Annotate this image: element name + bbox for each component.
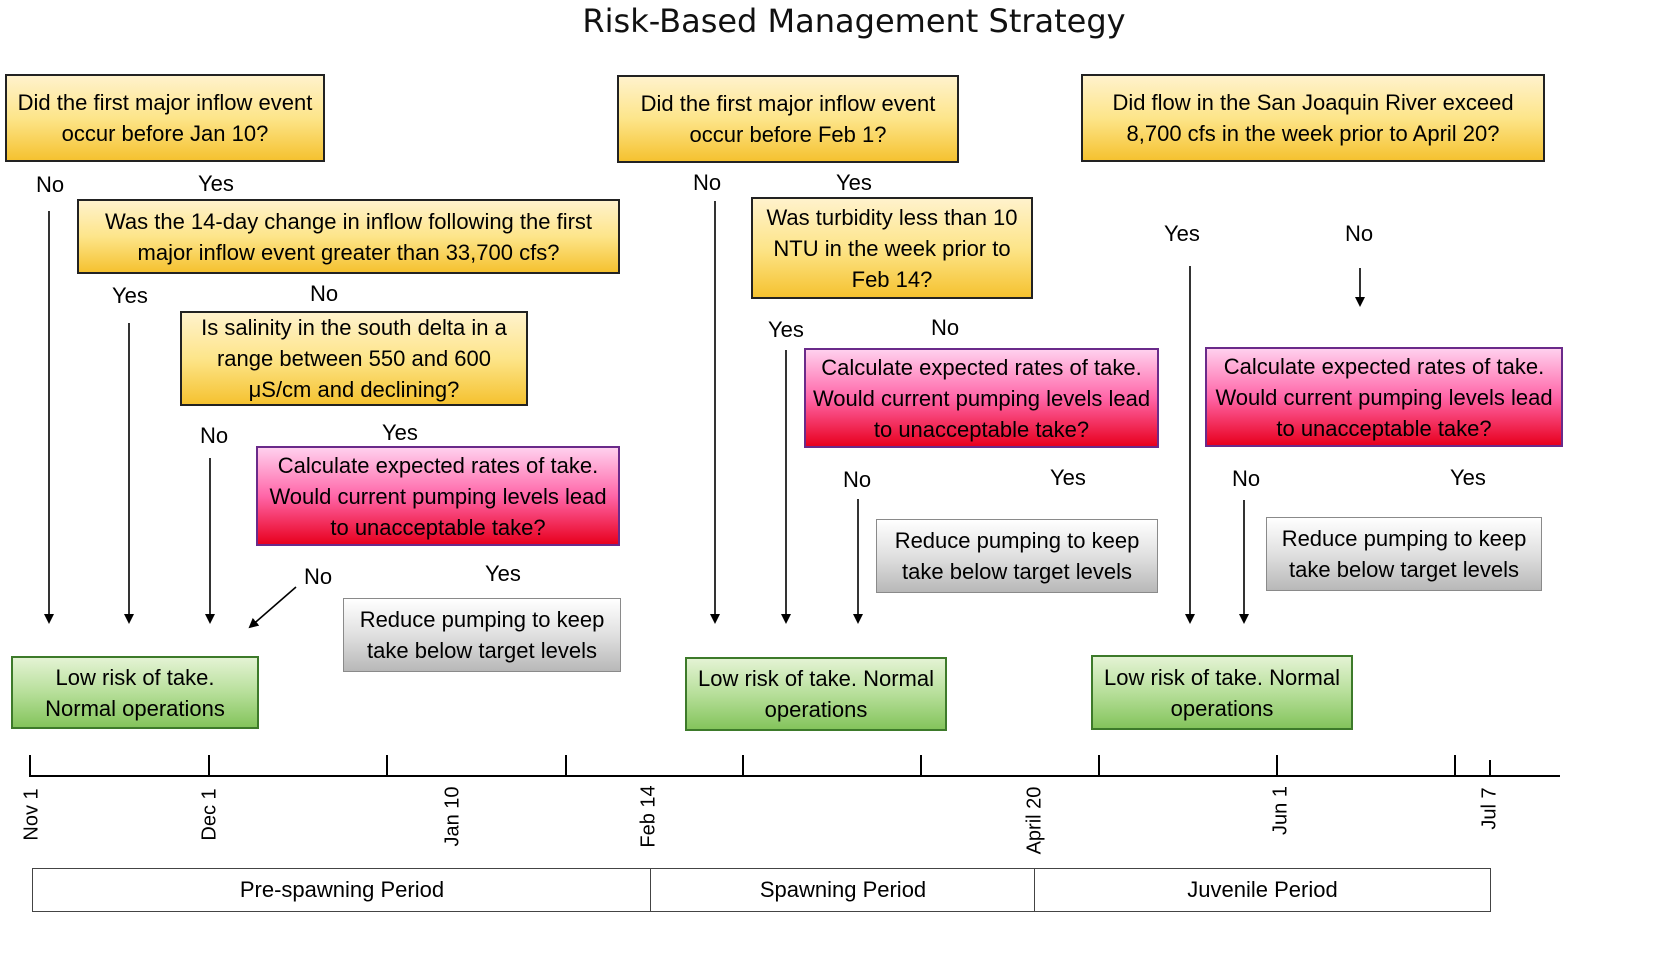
label-yes: Yes <box>112 283 148 308</box>
reduce-pumping-2: Reduce pumping to keep take below target… <box>876 519 1158 593</box>
period-spawning: Spawning Period <box>650 868 1036 912</box>
arrow <box>248 586 297 629</box>
tick-label: Dec 1 <box>198 788 221 841</box>
low-risk-3: Low risk of take. Normal operations <box>1091 655 1353 730</box>
label-yes: Yes <box>1050 465 1086 490</box>
question-first-inflow-jan10: Did the first major inflow event occur b… <box>5 74 325 162</box>
label-yes: Yes <box>1164 221 1200 246</box>
tick-label: Jun 1 <box>1269 786 1292 835</box>
label-yes: Yes <box>836 170 872 195</box>
reduce-pumping-1: Reduce pumping to keep take below target… <box>343 598 621 672</box>
label-yes: Yes <box>382 420 418 445</box>
question-turbidity: Was turbidity less than 10 NTU in the we… <box>751 197 1033 299</box>
label-no: No <box>200 423 229 448</box>
period-pre-spawning: Pre-spawning Period <box>32 868 652 912</box>
label-no: No <box>1232 466 1261 491</box>
label-no: No <box>931 315 960 340</box>
question-first-inflow-feb1: Did the first major inflow event occur b… <box>617 75 959 163</box>
label-no: No <box>304 564 333 589</box>
low-risk-1: Low risk of take. Normal operations <box>11 656 259 729</box>
label-yes: Yes <box>198 171 234 196</box>
calc-take-2: Calculate expected rates of take. Would … <box>804 348 1159 448</box>
label-no: No <box>693 170 722 195</box>
reduce-pumping-3: Reduce pumping to keep take below target… <box>1266 517 1542 591</box>
calc-take-1: Calculate expected rates of take. Would … <box>256 446 620 546</box>
page-title: Risk-Based Management Strategy <box>582 2 1126 40</box>
tick-label: Nov 1 <box>20 788 43 841</box>
low-risk-2: Low risk of take. Normal operations <box>685 657 947 731</box>
label-no: No <box>1345 221 1374 246</box>
label-yes: Yes <box>768 317 804 342</box>
question-san-joaquin-flow: Did flow in the San Joaquin River exceed… <box>1081 74 1545 162</box>
label-yes: Yes <box>485 561 521 586</box>
label-yes: Yes <box>1450 465 1486 490</box>
label-no: No <box>310 281 339 306</box>
label-no: No <box>843 467 872 492</box>
tick-label: Jul 7 <box>1478 787 1501 830</box>
tick-label: Jan 10 <box>441 786 464 847</box>
question-salinity: Is salinity in the south delta in a rang… <box>180 311 528 406</box>
calc-take-3: Calculate expected rates of take. Would … <box>1205 347 1563 447</box>
period-juvenile: Juvenile Period <box>1034 868 1491 912</box>
question-14day-change: Was the 14-day change in inflow followin… <box>77 199 620 274</box>
tick-label: Feb 14 <box>637 785 660 848</box>
tick-label: April 20 <box>1023 786 1046 855</box>
label-no: No <box>36 172 65 197</box>
